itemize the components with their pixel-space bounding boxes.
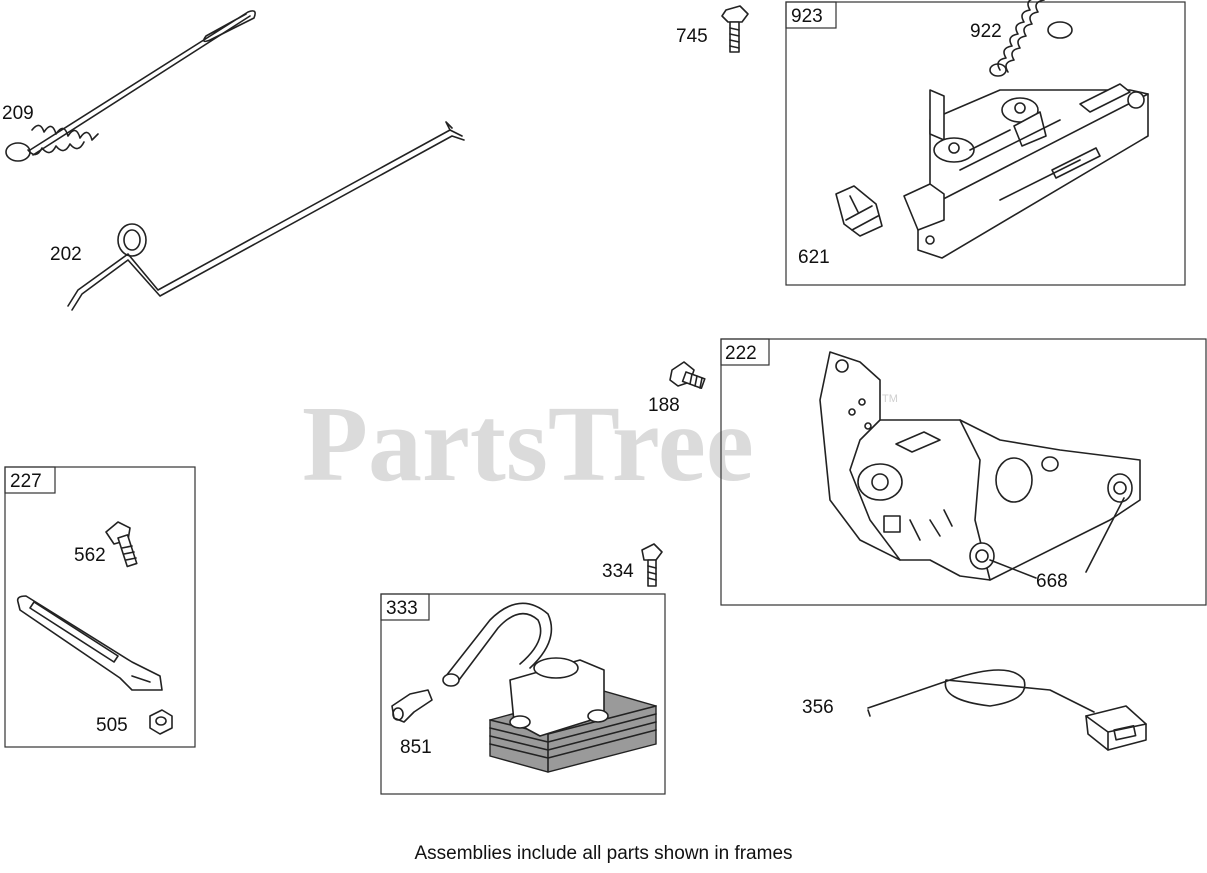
watermark-mark: TM xyxy=(882,393,898,405)
label-668: 668 xyxy=(1036,571,1068,592)
label-356: 356 xyxy=(802,697,834,718)
part-621-clip[interactable] xyxy=(835,185,883,237)
label-745: 745 xyxy=(676,26,708,47)
frame-333: 333 xyxy=(380,593,666,795)
part-334-bolt[interactable] xyxy=(641,543,663,587)
frame-222-tag: 222 xyxy=(725,343,757,364)
label-202: 202 xyxy=(50,244,82,265)
frame-923-tag: 923 xyxy=(791,6,823,27)
part-227-lever[interactable] xyxy=(16,595,163,691)
watermark-text: PartsTree xyxy=(302,385,754,504)
part-202-governor-rod[interactable] xyxy=(67,121,465,311)
frame-923: 923 xyxy=(785,0,1186,286)
leader-668-a xyxy=(989,559,1037,579)
label-334: 334 xyxy=(602,561,634,582)
part-356-ground-wire[interactable] xyxy=(867,669,1147,751)
leader-668-b xyxy=(1085,497,1125,573)
part-923-control-bracket[interactable] xyxy=(903,83,1149,259)
part-333-ignition-armature[interactable] xyxy=(442,602,657,773)
part-209-spring-rod[interactable] xyxy=(5,10,256,162)
frame-222: 222 xyxy=(720,338,1207,606)
part-562-screw[interactable] xyxy=(105,521,138,568)
part-851-terminal[interactable] xyxy=(391,689,433,723)
label-209: 209 xyxy=(2,103,34,124)
frame-227-tag: 227 xyxy=(10,471,42,492)
part-505-nut[interactable] xyxy=(149,709,173,735)
part-922-spring[interactable] xyxy=(989,0,1073,77)
part-222-mounting-bracket[interactable] xyxy=(819,351,1141,581)
label-922: 922 xyxy=(970,21,1002,42)
label-621: 621 xyxy=(798,247,830,268)
label-562: 562 xyxy=(74,545,106,566)
part-745-bolt[interactable] xyxy=(721,5,749,53)
frame-333-tag: 333 xyxy=(386,598,418,619)
label-505: 505 xyxy=(96,715,128,736)
part-188-screw[interactable] xyxy=(669,361,706,390)
frame-227: 227 xyxy=(4,466,196,748)
label-188: 188 xyxy=(648,395,680,416)
footer-note: Assemblies include all parts shown in fr… xyxy=(414,843,793,864)
label-851: 851 xyxy=(400,737,432,758)
